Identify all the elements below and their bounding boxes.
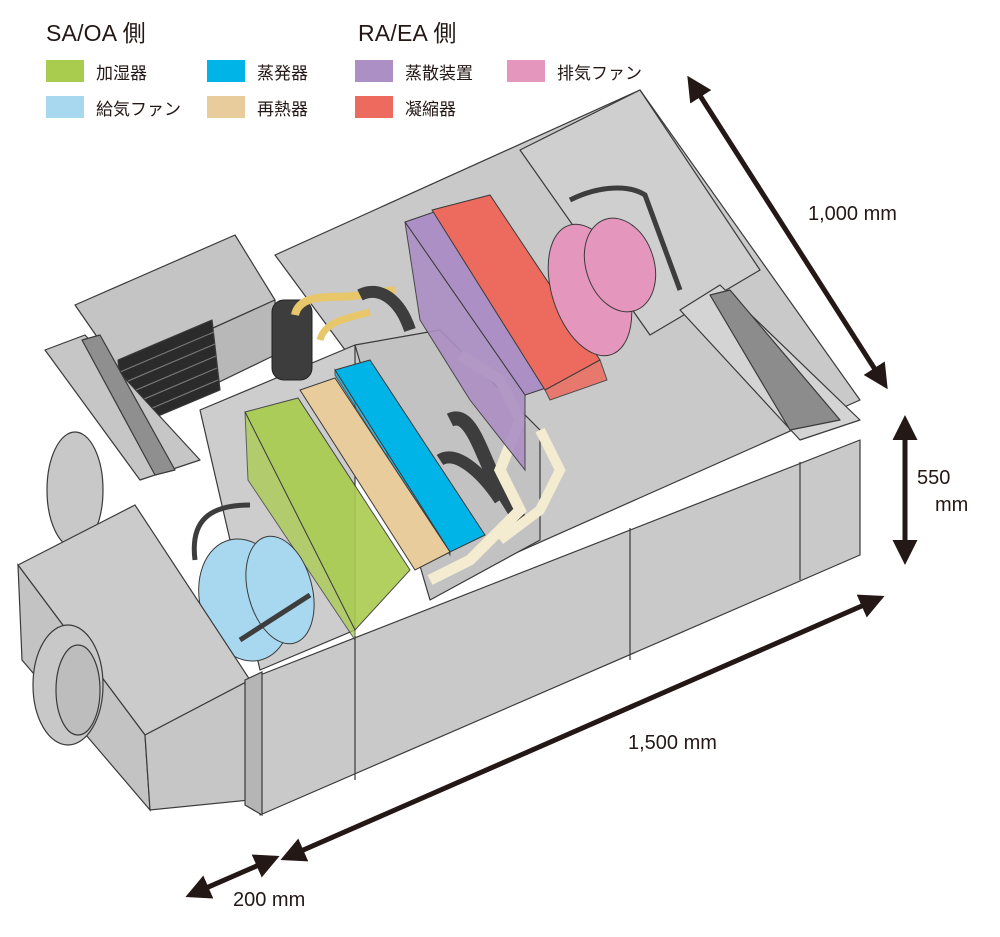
exhaust-fan-rotor [583, 217, 657, 313]
legend-label: 加湿器 [96, 63, 147, 84]
reheater-swatch [207, 96, 245, 118]
legend-label: 給気ファン [96, 99, 181, 120]
condenser-face [544, 359, 608, 401]
ra-ea-components [404, 185, 683, 472]
exhaust-fan-swatch [507, 60, 545, 82]
height-dimension-value: 550 [917, 467, 951, 489]
evaporator-swatch [207, 60, 245, 82]
legend-item-exhaust-fan: 排気ファン [507, 58, 642, 84]
transpiration-device-swatch [355, 60, 393, 82]
legend-item-transpiration-device: 蒸散装置 [355, 58, 473, 84]
depth-dimension-label: 1,000 mm [808, 203, 897, 225]
legend-item-condenser: 凝縮器 [355, 94, 456, 120]
legend-label: 再熱器 [257, 99, 308, 120]
insulated-pipe [436, 451, 505, 504]
legend-label: 蒸発器 [257, 63, 308, 84]
exhaust-fan-handle [568, 185, 683, 291]
legend-title-sa-oa: SA/OA 側 [46, 20, 146, 46]
condenser-swatch [355, 96, 393, 118]
supply-fan-handle [191, 502, 251, 561]
transpiration-device-side [404, 221, 526, 472]
duct-arrow [185, 854, 280, 899]
length-dimension-label: 1,500 mm [628, 732, 717, 754]
casing-end-flange [244, 671, 263, 817]
compressor [271, 299, 313, 381]
legend-item-evaporator: 蒸発器 [207, 58, 308, 84]
dimension-arrows [185, 75, 918, 899]
insulation-pipe [497, 427, 566, 544]
insulated-pipe [446, 411, 526, 524]
supply-duct-opening [55, 644, 101, 736]
sa-oa-components [191, 359, 486, 662]
supply-duct-box [17, 504, 263, 817]
legend-item-supply-fan: 給気ファン [46, 94, 181, 120]
duct-dimension-label: 200 mm [233, 889, 306, 911]
height-dimension-unit: mm [935, 494, 969, 516]
filter-panel [81, 334, 176, 476]
legend-label: 排気ファン [557, 63, 642, 84]
humidifier-swatch [46, 60, 84, 82]
supply-fan-swatch [46, 96, 84, 118]
insulated-pipe [357, 285, 416, 333]
legend-label: 蒸散装置 [405, 63, 473, 84]
depth-arrow [687, 75, 888, 390]
copper-pipe [316, 308, 372, 342]
legend-label: 凝縮器 [405, 99, 456, 120]
legend-item-humidifier: 加湿器 [46, 58, 147, 84]
legend-title-ra-ea: RA/EA 側 [358, 20, 457, 46]
copper-pipe [291, 286, 396, 317]
legend-item-reheater: 再熱器 [207, 94, 308, 120]
length-arrow [280, 594, 885, 862]
reheater [299, 377, 451, 571]
